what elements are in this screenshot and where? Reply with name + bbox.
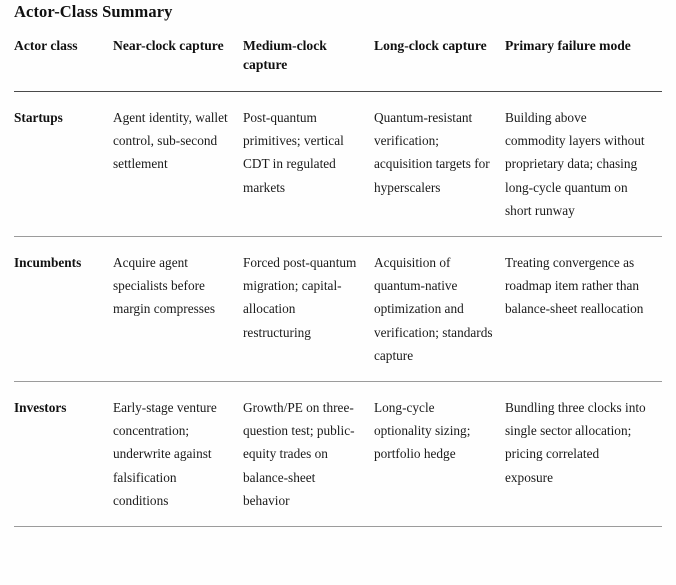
cell-near-clock: Agent identity, wallet control, sub-seco… <box>113 110 228 172</box>
cell-near-clock: Early-stage venture concentration; under… <box>113 400 217 508</box>
cell-failure-mode: Building above commodity layers without … <box>505 110 645 218</box>
column-header-medium-clock-capture: Medium-clock capture <box>243 38 327 72</box>
cell-long-clock: Long-cycle optionality sizing; portfolio… <box>374 400 471 462</box>
column-header-long-clock-capture: Long-clock capture <box>374 38 487 53</box>
cell-long-clock: Quantum-resistant verification; acquisit… <box>374 110 490 195</box>
cell-failure-mode: Bundling three clocks into single sector… <box>505 400 646 485</box>
column-header-actor-class: Actor class <box>14 38 78 53</box>
cell-medium-clock: Growth/PE on three-question test; public… <box>243 400 355 508</box>
table-header: Actor class Near-clock capture Medium-cl… <box>14 36 662 92</box>
cell-actor-class: Incumbents <box>14 255 82 271</box>
column-header-primary-failure-mode: Primary failure mode <box>505 38 631 53</box>
table-row: Startups Agent identity, wallet control,… <box>14 92 662 237</box>
table-header-row: Actor class Near-clock capture Medium-cl… <box>14 36 662 92</box>
table-body: Startups Agent identity, wallet control,… <box>14 92 662 527</box>
column-header-near-clock-capture: Near-clock capture <box>113 38 224 53</box>
cell-actor-class: Startups <box>14 110 63 125</box>
actor-class-summary-table: Actor class Near-clock capture Medium-cl… <box>14 36 662 527</box>
cell-medium-clock: Post-quantum primitives; vertical CDT in… <box>243 110 344 195</box>
table-row: Investors Early-stage venture concentrat… <box>14 382 662 527</box>
cell-near-clock: Acquire agent specialists before margin … <box>113 255 216 317</box>
cell-failure-mode: Treating convergence as roadmap item rat… <box>505 255 644 317</box>
page-title: Actor-Class Summary <box>14 2 173 21</box>
table-row: Incumbents Acquire agent specialists bef… <box>14 237 662 382</box>
cell-actor-class: Investors <box>14 400 67 416</box>
cell-long-clock: Acquisition of quantum-native optimizati… <box>374 255 493 363</box>
cell-medium-clock: Forced post-quantum migration; capital-a… <box>243 255 357 340</box>
